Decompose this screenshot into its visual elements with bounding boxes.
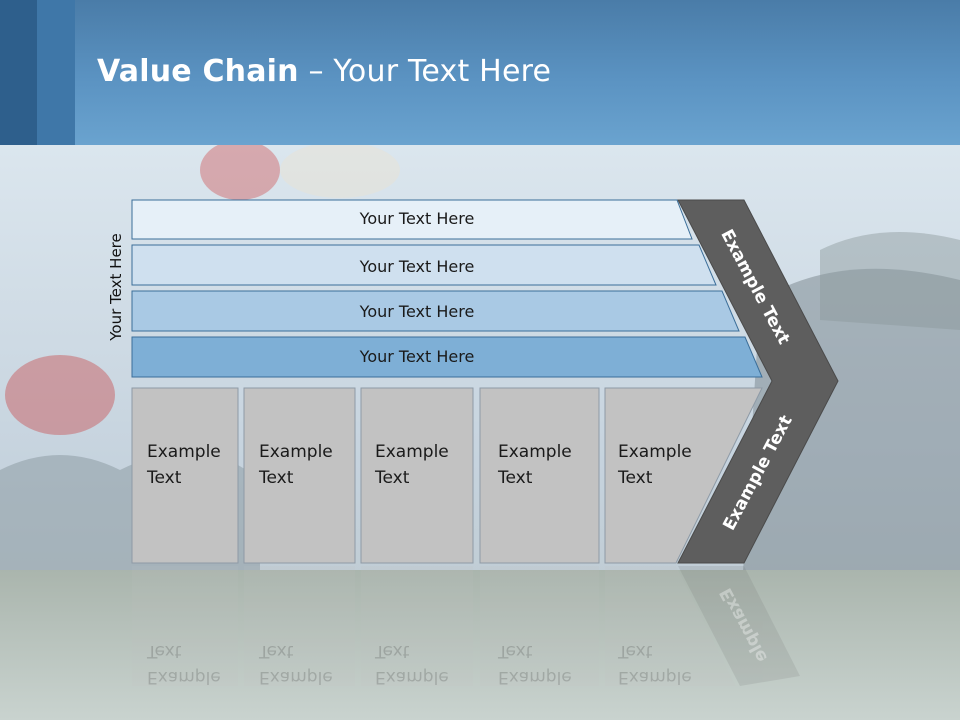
bar-label-4: Your Text Here: [359, 347, 475, 366]
header-stripe: [0, 0, 37, 145]
box-label-line1: Example: [259, 442, 333, 462]
box-label-reflection: Example Text: [375, 638, 475, 690]
reflection-box: [361, 566, 473, 686]
box-label-line2: Text: [259, 641, 294, 661]
activity-box-5: [604, 387, 763, 564]
bar-1: [131, 199, 693, 240]
box-label-line2: Text: [618, 468, 653, 488]
box-label-line2: Text: [259, 468, 294, 488]
box-label-line2: Text: [498, 641, 533, 661]
reflection: [132, 566, 800, 686]
bar-2: [131, 244, 717, 286]
box-label-line2: Text: [147, 468, 182, 488]
box-label-line2: Text: [618, 641, 653, 661]
reflection-box: [480, 566, 599, 686]
header-banner: Value Chain – Your Text Here: [0, 0, 960, 145]
reflection-box: [132, 566, 238, 686]
box-label-line1: Example: [498, 667, 572, 687]
box-label-line2: Text: [375, 641, 410, 661]
box-label-line1: Example: [259, 667, 333, 687]
activity-box-4: [479, 387, 600, 564]
box-label-reflection: Example Text: [259, 638, 359, 690]
box-label-reflection: Example Text: [618, 638, 718, 690]
title-bold: Value Chain: [97, 54, 299, 89]
reflection-box: [244, 566, 355, 686]
box-label-line1: Example: [375, 442, 449, 462]
box-label-line1: Example: [375, 667, 449, 687]
box-label-line2: Text: [498, 468, 533, 488]
box-label-line1: Example: [618, 442, 692, 462]
header-stripe: [37, 0, 75, 145]
bar-label-3: Your Text Here: [359, 302, 475, 321]
bar-label-2: Your Text Here: [359, 257, 475, 276]
page-title: Value Chain – Your Text Here: [97, 54, 551, 89]
reflection-chevron: [678, 566, 800, 686]
bar-label-1: Your Text Here: [359, 209, 475, 228]
bar-4: [131, 336, 763, 378]
box-label-line1: Example: [147, 442, 221, 462]
box-label-line1: Example: [618, 667, 692, 687]
box-label-line1: Example: [498, 442, 572, 462]
box-label-line2: Text: [147, 641, 182, 661]
box-label-reflection: Example Text: [147, 638, 247, 690]
box-label-line2: Text: [375, 468, 410, 488]
activity-box-2: [243, 387, 356, 564]
chevron-arrow: [677, 199, 839, 564]
box-label-reflection: Example Text: [498, 638, 598, 690]
title-rest: – Your Text Here: [298, 54, 552, 89]
box-label-line1: Example: [147, 667, 221, 687]
activity-box-3: [360, 387, 474, 564]
reflection-box: [605, 566, 736, 686]
bar-3: [131, 290, 740, 332]
activity-box-1: [131, 387, 239, 564]
